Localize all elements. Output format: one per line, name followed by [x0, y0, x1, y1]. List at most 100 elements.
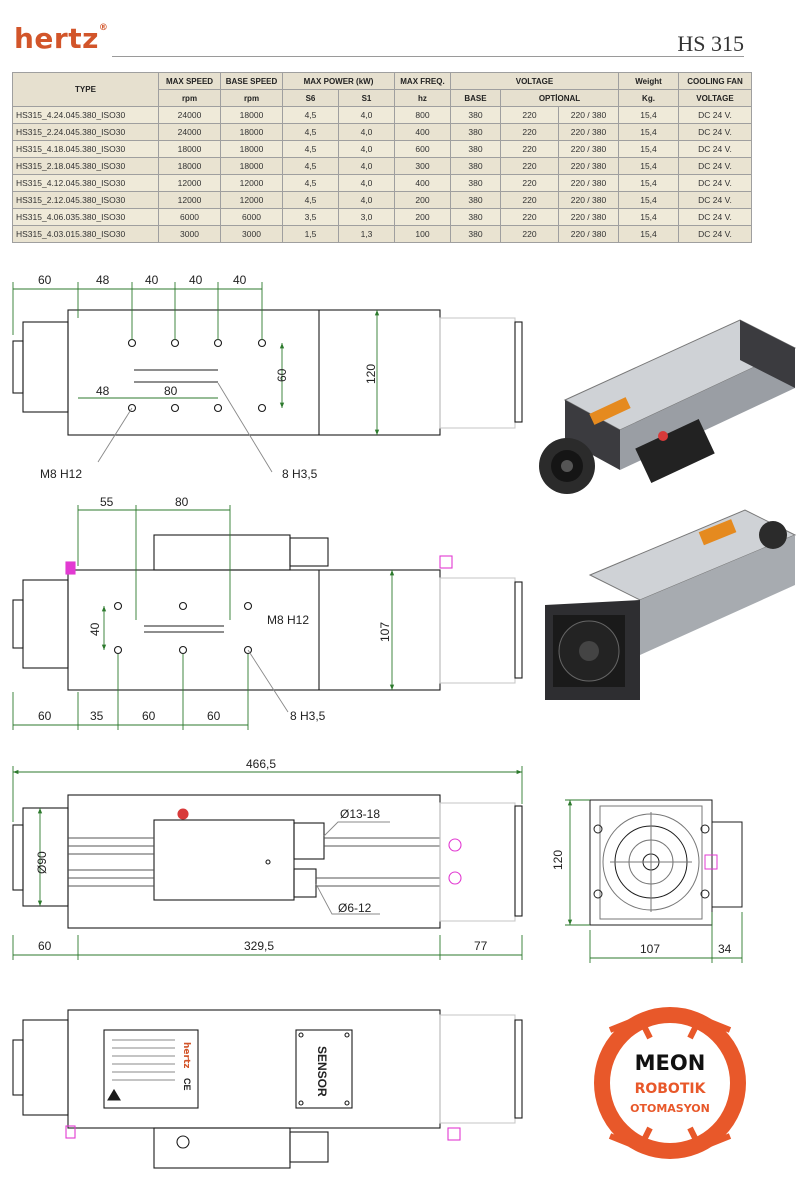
unit-base-speed: rpm: [220, 89, 283, 107]
conn-gland-small: [293, 868, 317, 898]
spec-cell: HS315_4.06.035.380_ISO30: [12, 208, 159, 226]
spindle-body: [67, 309, 441, 436]
spec-cell: 220 / 380: [558, 123, 619, 141]
unit-freq: hz: [394, 89, 451, 107]
drawing-top-dims: [12, 282, 380, 473]
drawing-bottom-view: [12, 1009, 523, 1169]
spec-cell: 4,0: [338, 123, 395, 141]
spec-cell: 220: [500, 174, 559, 192]
spec-cell: 18000: [220, 106, 283, 124]
drawing-end-labels: 120 107 34: [551, 850, 732, 956]
dim-120-end: 120: [551, 850, 565, 870]
conn-rear: [514, 805, 523, 917]
spec-cell: 6000: [158, 208, 221, 226]
conn-fan: [439, 802, 516, 922]
product-render-2: [545, 509, 797, 700]
spec-header-row-1: TYPE MAX SPEED BASE SPEED MAX POWER (kW)…: [12, 72, 752, 107]
drawing-connector-view: [12, 794, 523, 929]
dim-55: 55: [100, 495, 114, 509]
col-max-power: MAX POWER (kW): [282, 72, 395, 90]
dim-60-conn: 60: [38, 939, 52, 953]
side-rear: [514, 581, 523, 679]
dim-40b: 40: [189, 273, 203, 287]
spindle-front-cap: [22, 321, 69, 413]
connector-box: [153, 534, 291, 571]
bottom-connector-box: [153, 1127, 291, 1169]
spec-cell: DC 24 V.: [678, 106, 752, 124]
spec-cell: DC 24 V.: [678, 123, 752, 141]
dim-40a: 40: [145, 273, 159, 287]
unit-s6: S6: [282, 89, 339, 107]
bottom-fan: [439, 1014, 516, 1124]
drawing-side-labels: 55 80 40 107 M8 H12 60 35 60 60 8 H3,5: [38, 495, 392, 723]
spec-cell: 4,0: [338, 140, 395, 158]
side-fitting-right: [439, 555, 453, 569]
label-dia90: Ø90: [35, 851, 49, 874]
dim-40c: 40: [233, 273, 247, 287]
spec-cell: 220 / 380: [558, 106, 619, 124]
spec-cell: DC 24 V.: [678, 157, 752, 175]
spec-cell: HS315_2.24.045.380_ISO30: [12, 123, 159, 141]
end-connector: [711, 821, 743, 908]
cable-gland: [289, 537, 329, 567]
page-header: hertz® HS 315: [0, 0, 800, 62]
dim-total: 466,5: [246, 757, 276, 771]
spec-cell: 220: [500, 140, 559, 158]
end-fitting: [704, 854, 718, 870]
spec-cell: DC 24 V.: [678, 208, 752, 226]
dim-48b: 48: [96, 384, 110, 398]
dim-35: 35: [90, 709, 104, 723]
plate-brand: hertz: [181, 1042, 191, 1069]
bottom-fitting-left: [65, 1125, 76, 1139]
spec-cell: 220 / 380: [558, 191, 619, 209]
drawing-top-view: [12, 309, 523, 436]
spec-cell: 380: [450, 174, 501, 192]
brand-logo: hertz®: [14, 22, 109, 55]
label-h8: 8 H3,5: [282, 467, 318, 481]
dim-60c: 60: [207, 709, 221, 723]
unit-weight: Kg.: [618, 89, 679, 107]
spec-cell: 800: [394, 106, 451, 124]
spec-cell: 220: [500, 191, 559, 209]
bottom-front-cap: [22, 1019, 69, 1116]
spec-cell: 3,5: [282, 208, 339, 226]
side-nose: [12, 599, 24, 649]
spec-cell: DC 24 V.: [678, 140, 752, 158]
spec-cell: HS315_2.18.045.380_ISO30: [12, 157, 159, 175]
spec-cell: 400: [394, 174, 451, 192]
spec-cell: 220 / 380: [558, 174, 619, 192]
dim-80: 80: [164, 384, 178, 398]
dim-40v: 40: [88, 622, 102, 636]
spec-cell: 12000: [158, 191, 221, 209]
conn-nose: [12, 824, 24, 891]
spec-cell: HS315_4.24.045.380_ISO30: [12, 106, 159, 124]
spec-cell: 220: [500, 157, 559, 175]
dim-60: 60: [38, 273, 52, 287]
render1-junction-box: [635, 418, 715, 484]
conn-indicator: [177, 808, 189, 820]
spec-cell: 18000: [158, 157, 221, 175]
drawing-top-labels: 60 48 40 40 40 48 80 60 120 M8 H12 8 H3,…: [38, 273, 378, 481]
unit-s1: S1: [338, 89, 395, 107]
header-rule: [112, 56, 744, 57]
drawing-side-dims: [12, 505, 395, 730]
spec-cell: 220 / 380: [558, 208, 619, 226]
dim-60v: 60: [275, 368, 289, 382]
meon-watermark: MEON ROBOTIK OTOMASYON: [594, 1007, 746, 1159]
spec-cell: 380: [450, 140, 501, 158]
spec-cell: 4,5: [282, 123, 339, 141]
spec-cell: 380: [450, 225, 501, 243]
col-max-freq: MAX FREQ.: [394, 72, 451, 90]
product-render-1: [539, 319, 797, 494]
spec-cell: 4,0: [338, 174, 395, 192]
spec-cell: HS315_4.12.045.380_ISO30: [12, 174, 159, 192]
dim-77: 77: [474, 939, 488, 953]
spec-cell: 12000: [158, 174, 221, 192]
col-weight: Weight: [618, 72, 679, 90]
label-sensor: SENSOR: [315, 1046, 329, 1097]
model-title: HS 315: [677, 31, 744, 56]
spec-cell: 1,5: [282, 225, 339, 243]
